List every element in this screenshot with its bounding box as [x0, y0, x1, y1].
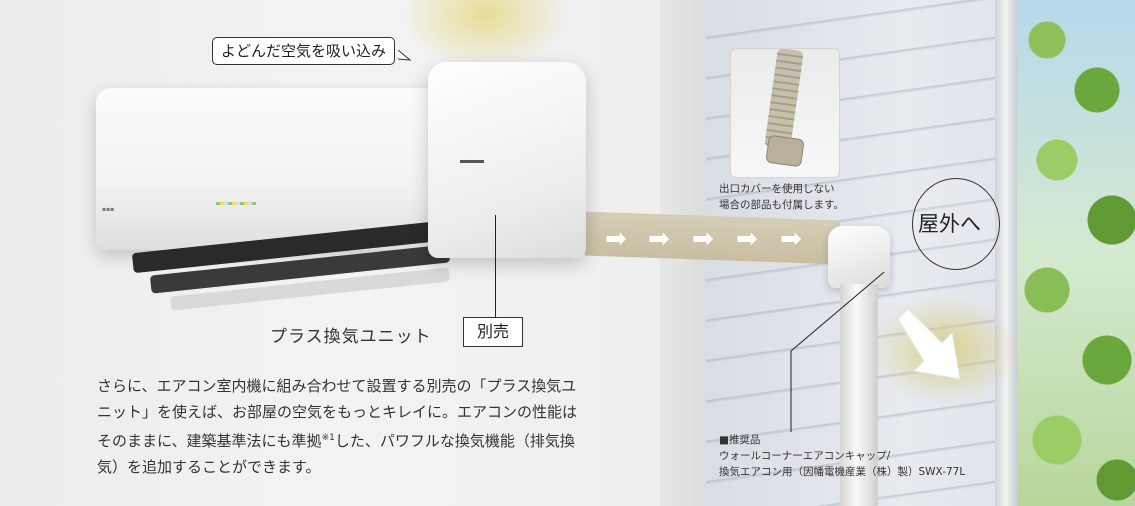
airflow-arrow-icon: ➡	[648, 224, 670, 254]
brand-logo: ▪▪▪	[102, 206, 115, 213]
description-text: さらに、エアコン室内機に組み合わせて設置する別売の「プラス換気ユニット」を使えば…	[97, 373, 587, 480]
description-part2: した、パワフルな換気機能（排気換気）を追加することができます。	[97, 432, 575, 476]
wall-corner-cap	[828, 226, 890, 288]
hose-end	[765, 134, 805, 168]
recommended-product-note: ■推奨品 ウォールコーナーエアコンキャップ/ 換気エアコン用（因幡電機産業（株）…	[719, 432, 965, 480]
intake-callout: よどんだ空気を吸い込み	[212, 37, 396, 65]
airflow-arrow-icon: ➡	[605, 224, 627, 254]
airflow-arrow-icon: ➡	[780, 224, 802, 254]
exhaust-arrow-icon	[897, 308, 961, 380]
inset-caption-line: 出口カバーを使用しない	[719, 183, 835, 195]
outside-label: 屋外へ	[918, 212, 981, 236]
product-name: プラス換気ユニット	[270, 327, 432, 347]
callout-tail	[398, 49, 412, 61]
module-mark	[460, 160, 484, 163]
recommended-heading: ■推奨品	[719, 434, 761, 446]
inset-caption: 出口カバーを使用しない 場合の部品も付属します。	[719, 181, 844, 213]
airflow-arrow-icon: ➡	[692, 224, 714, 254]
inset-photo-outlet-part	[730, 48, 840, 178]
description-part1: さらに、エアコン室内機に組み合わせて設置する別売の「プラス換気ユニット」を使えば…	[97, 377, 578, 450]
airflow-arrow-icon: ➡	[736, 224, 758, 254]
footnote-mark: ※1	[321, 433, 335, 443]
sold-separately-badge: 別売	[463, 317, 523, 347]
intake-air-glow	[400, 0, 570, 70]
drain-pipe	[840, 284, 878, 506]
outside-circle	[912, 178, 1000, 270]
hose-icon	[764, 49, 804, 151]
recommended-line: 換気エアコン用（因幡電機産業（株）製）SWX-77L	[719, 466, 966, 478]
plus-ventilation-unit	[428, 62, 586, 258]
recommended-leader-line	[790, 271, 885, 432]
inset-caption-line: 場合の部品も付属します。	[719, 199, 844, 211]
air-conditioner-indoor-unit: ▪▪▪	[96, 88, 441, 250]
product-leader-line	[495, 215, 496, 318]
tree-foliage	[1017, 0, 1135, 506]
downpipe	[995, 0, 1017, 506]
indicator-lights	[216, 202, 256, 205]
recommended-line: ウォールコーナーエアコンキャップ/	[719, 450, 891, 462]
